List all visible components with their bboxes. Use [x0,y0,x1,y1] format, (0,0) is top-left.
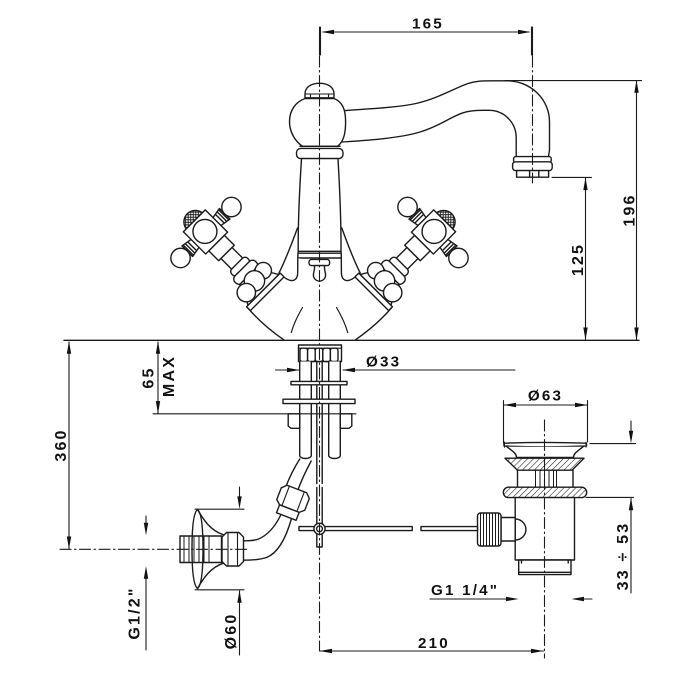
svg-text:Ø63: Ø63 [528,388,563,405]
svg-text:G1/2": G1/2" [127,586,144,639]
svg-text:G1 1/4": G1 1/4" [431,582,499,599]
svg-text:Ø33: Ø33 [366,354,401,371]
svg-text:196: 196 [622,193,639,226]
svg-text:360: 360 [53,428,70,461]
svg-text:210: 210 [418,635,450,652]
svg-text:165: 165 [412,16,444,33]
svg-text:125: 125 [570,243,587,276]
svg-text:MAX: MAX [161,355,178,397]
svg-text:Ø60: Ø60 [223,613,240,650]
svg-text:65: 65 [141,366,158,388]
svg-text:33 ÷ 53: 33 ÷ 53 [615,522,632,591]
